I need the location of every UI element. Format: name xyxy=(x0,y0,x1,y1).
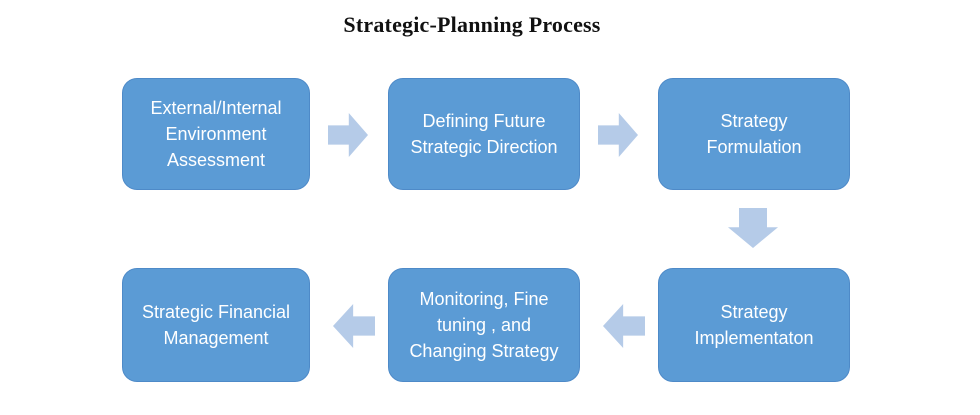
process-box-monitoring-fine-tuning-changing-strategy: Monitoring, Fine tuning , and Changing S… xyxy=(388,268,580,382)
process-box-strategy-implementation: Strategy Implementaton xyxy=(658,268,850,382)
arrow-right-icon xyxy=(598,113,638,157)
process-box-label-line: Monitoring, Fine xyxy=(419,289,549,309)
process-box-label-line: tuning , and xyxy=(436,315,532,335)
arrow-right-icon xyxy=(328,113,368,157)
process-box-label-line: Management xyxy=(163,328,269,348)
process-box-label-line: Strategy xyxy=(720,302,788,322)
arrow-left-icon xyxy=(603,304,645,348)
process-box-label-line: Implementaton xyxy=(694,328,814,348)
process-box-label-line: Changing Strategy xyxy=(409,341,559,361)
process-box-strategic-financial-management: Strategic Financial Management xyxy=(122,268,310,382)
process-box-label-line: Strategy xyxy=(720,111,788,131)
process-box-defining-future-strategic-direction: Defining Future Strategic Direction xyxy=(388,78,580,190)
diagram-title: Strategic-Planning Process xyxy=(343,12,601,37)
process-box-label-line: Strategic Financial xyxy=(141,302,291,322)
process-box-label-line: Assessment xyxy=(166,150,266,170)
arrow-left-icon xyxy=(333,304,375,348)
process-box-label-line: Formulation xyxy=(706,137,802,157)
process-box-label-line: Strategic Direction xyxy=(410,137,558,157)
process-box-label-line: Defining Future xyxy=(422,111,546,131)
process-box-label-line: External/Internal xyxy=(150,98,282,118)
arrow-down-icon xyxy=(728,208,778,248)
process-box-label-line: Environment xyxy=(165,124,267,144)
process-box-external-internal-environment-assessment: External/Internal Environment Assessment xyxy=(122,78,310,190)
process-box-strategy-formulation: Strategy Formulation xyxy=(658,78,850,190)
